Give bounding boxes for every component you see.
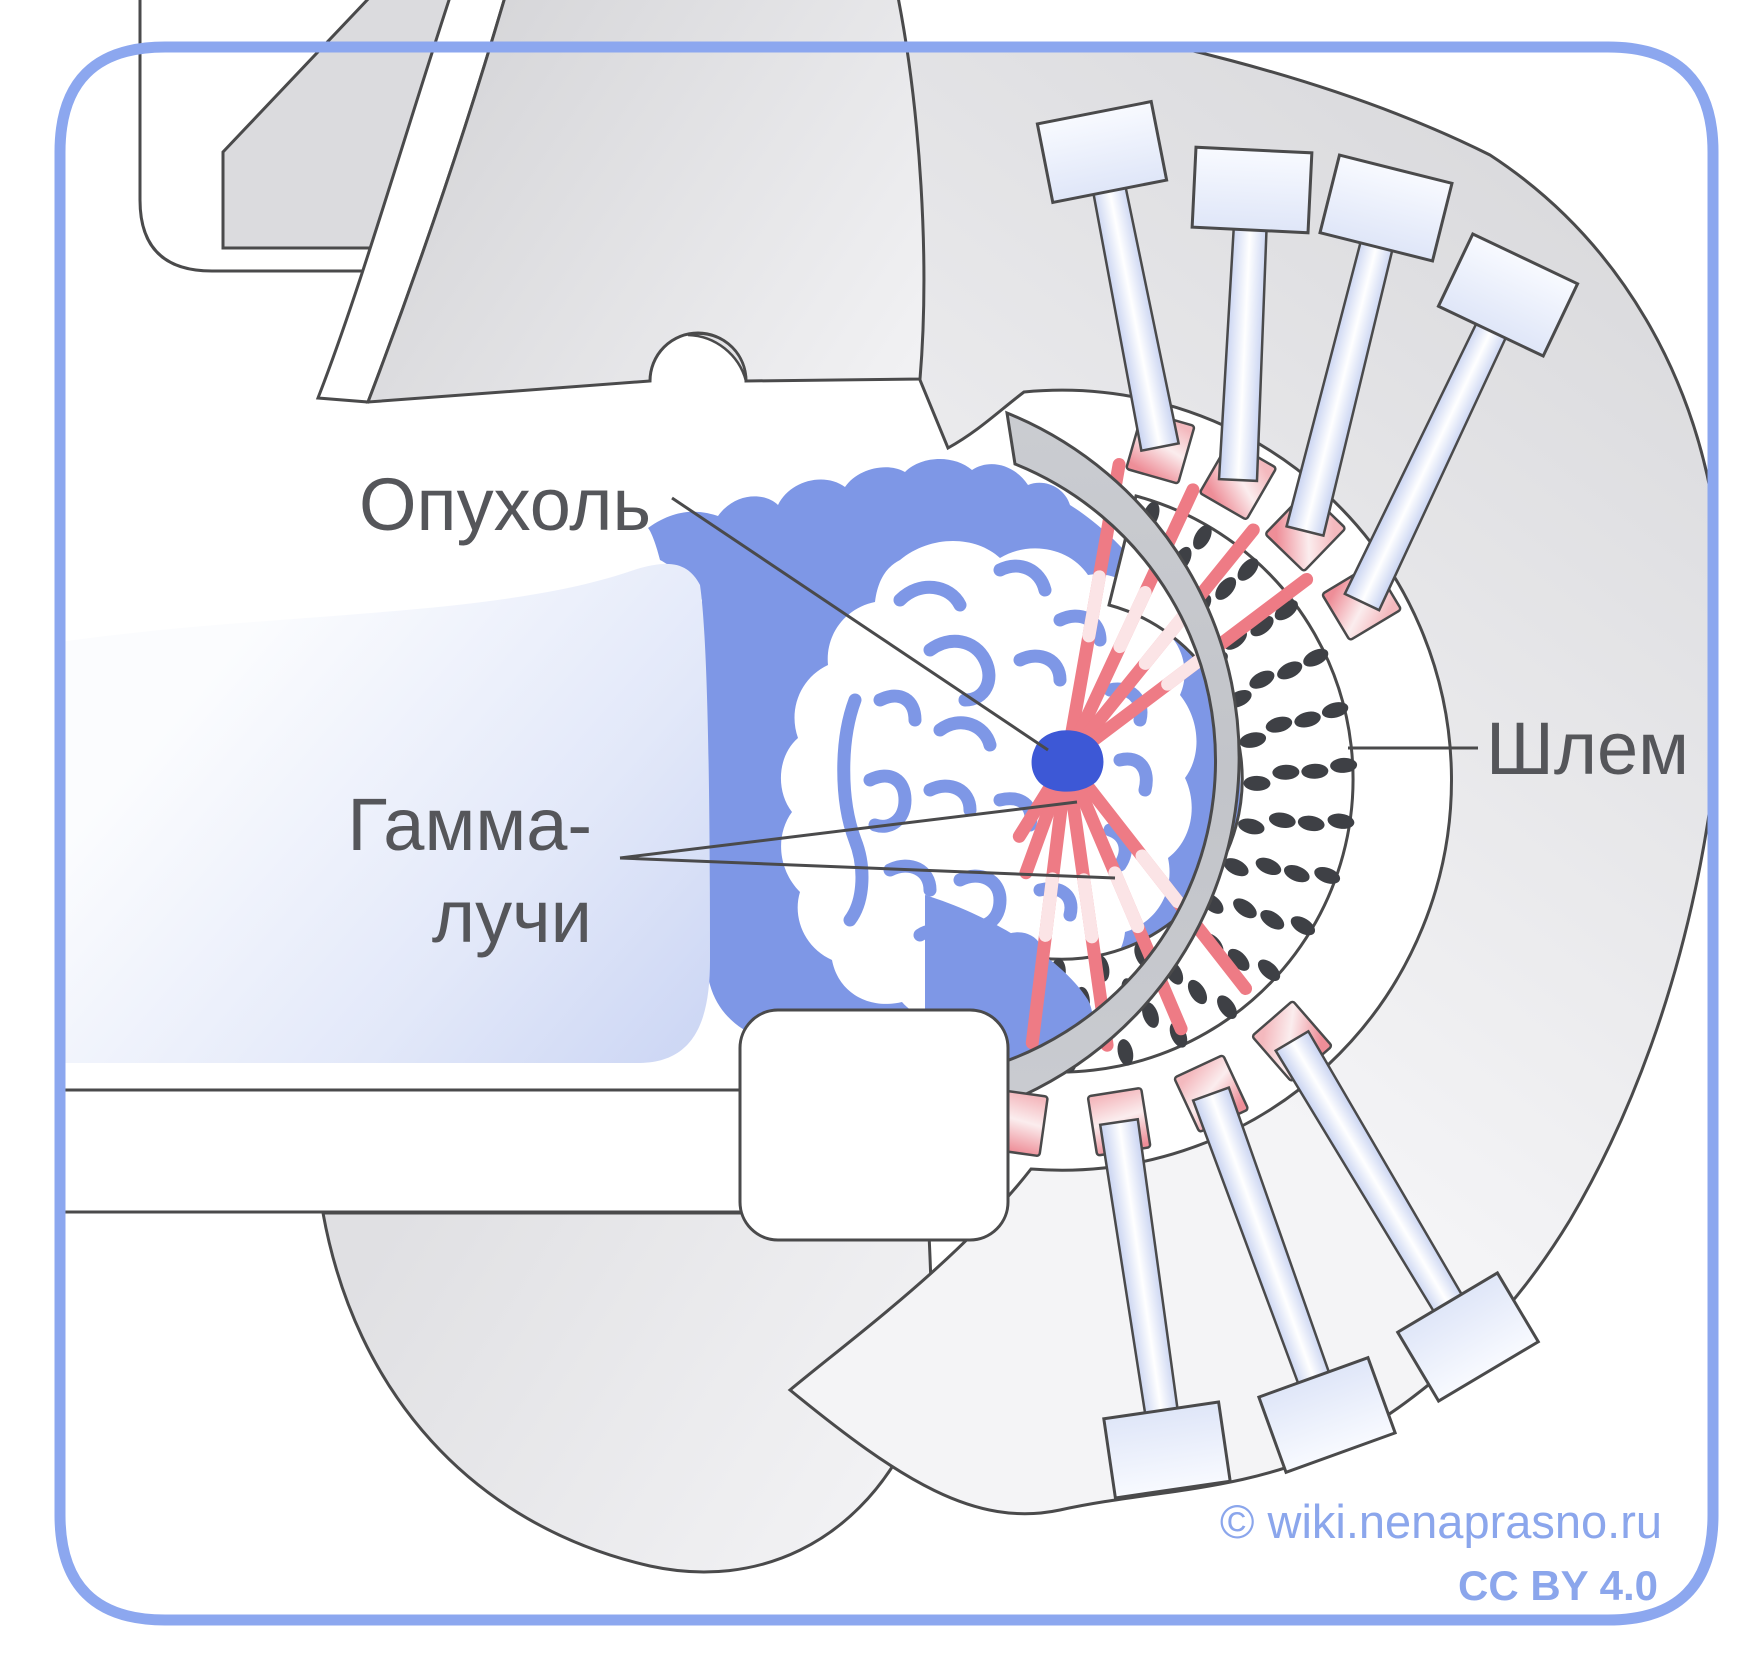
machine-body: [790, 47, 1713, 1514]
frame-border: [54, 41, 1719, 1626]
patient-body: [60, 563, 710, 1063]
label-gamma-line2: лучи: [432, 875, 592, 958]
attribution-source: © wiki.nenaprasno.ru: [1220, 1495, 1662, 1548]
door-disc: [365, 0, 926, 404]
couch-headrest: [738, 1008, 1010, 1242]
source-rods: [1035, 99, 1580, 1500]
gamma-beams: [1012, 458, 1314, 1052]
shield-door-assembly: [138, 0, 926, 404]
machine-body-outline: [787, 47, 1713, 1516]
door-notch-wall: [687, 332, 748, 382]
label-gamma-line1: Гамма-: [347, 783, 592, 866]
attribution-license: CC BY 4.0: [1458, 1562, 1658, 1609]
tumor: [1031, 730, 1104, 792]
pointer-tumor: [671, 496, 1049, 752]
label-tumor: Опухоль: [359, 463, 651, 546]
label-helmet: Шлем: [1486, 707, 1689, 790]
pointer-gamma: [619, 800, 1116, 880]
